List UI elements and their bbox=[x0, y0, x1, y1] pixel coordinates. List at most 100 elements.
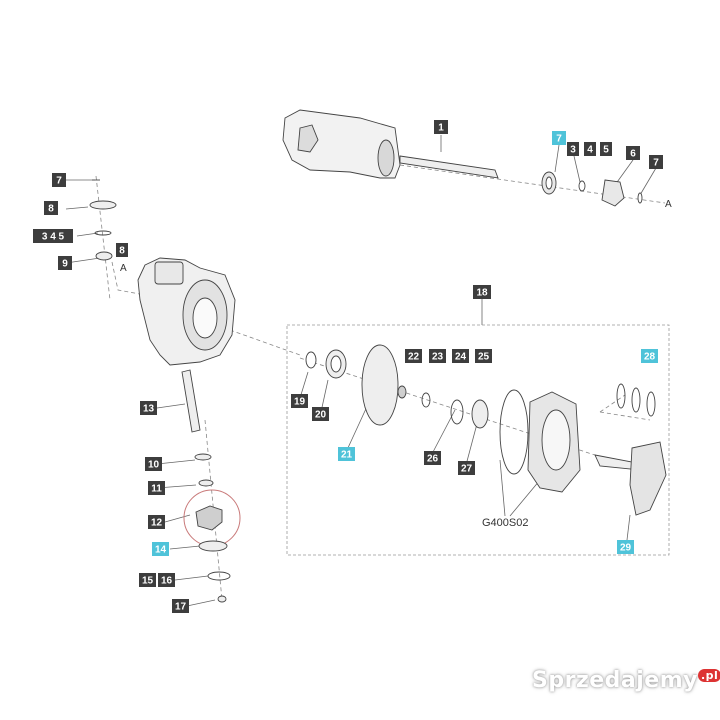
callout-text: 29 bbox=[620, 543, 632, 554]
callout-text: 20 bbox=[315, 410, 327, 421]
leader-lines bbox=[65, 135, 657, 607]
callout-box bbox=[148, 481, 165, 495]
callout-26: 26 bbox=[424, 451, 441, 465]
callout-text: 5 bbox=[603, 145, 609, 156]
callout-box bbox=[567, 142, 579, 156]
callout-10: 10 bbox=[145, 457, 162, 471]
callout-8a: 8 bbox=[44, 201, 58, 215]
callout-3a: 3 bbox=[567, 142, 579, 156]
callout-box bbox=[139, 573, 156, 587]
dashed-axes bbox=[95, 164, 666, 601]
callout-box bbox=[145, 457, 162, 471]
callout-14: 14 bbox=[152, 542, 169, 556]
callout-box bbox=[148, 515, 165, 529]
callout-16: 16 bbox=[158, 573, 175, 587]
callout-text: 18 bbox=[476, 288, 488, 299]
callout-25: 25 bbox=[475, 349, 492, 363]
callout-box bbox=[458, 461, 475, 475]
callout-24: 24 bbox=[452, 349, 469, 363]
callout-7a: 7 bbox=[552, 131, 566, 145]
callout-box bbox=[649, 155, 663, 169]
callout-text: 12 bbox=[151, 518, 163, 529]
callout-21: 21 bbox=[338, 447, 355, 461]
watermark: Sprzedajemy.pl bbox=[532, 668, 720, 693]
callout-box bbox=[424, 451, 441, 465]
callout-box bbox=[33, 229, 73, 243]
ref-a-left: A bbox=[120, 263, 127, 274]
callout-text: 25 bbox=[478, 352, 490, 363]
callout-7c: 7 bbox=[52, 173, 66, 187]
callout-5a: 5 bbox=[600, 142, 612, 156]
callout-8b: 8 bbox=[116, 243, 128, 257]
callout-29: 29 bbox=[617, 540, 634, 554]
callout-22: 22 bbox=[405, 349, 422, 363]
top-small-parts bbox=[541, 171, 643, 207]
callout-box bbox=[600, 142, 612, 156]
callout-box bbox=[44, 201, 58, 215]
callout-text: 1 bbox=[438, 123, 444, 134]
callout-28: 28 bbox=[641, 349, 658, 363]
callout-13: 13 bbox=[140, 401, 157, 415]
callout-box bbox=[641, 349, 658, 363]
callout-box bbox=[52, 173, 66, 187]
callout-text: 3 bbox=[570, 145, 576, 156]
callout-text: 17 bbox=[175, 602, 187, 613]
callout-box bbox=[172, 599, 189, 613]
callout-box bbox=[116, 243, 128, 257]
assembly-18-frame bbox=[286, 324, 670, 556]
callout-box bbox=[584, 142, 596, 156]
callout-text: 23 bbox=[432, 352, 444, 363]
callout-4a: 4 bbox=[584, 142, 596, 156]
callout-text: 16 bbox=[161, 576, 173, 587]
callout-text: 3 4 5 bbox=[42, 232, 65, 243]
callout-7b: 7 bbox=[649, 155, 663, 169]
callout-12: 12 bbox=[148, 515, 165, 529]
callout-box bbox=[475, 349, 492, 363]
callout-text: 6 bbox=[630, 149, 636, 160]
callout-text: 9 bbox=[62, 259, 68, 270]
part-code-label: G400S02 bbox=[482, 517, 528, 529]
callout-1: 1 bbox=[434, 120, 448, 134]
callout-box bbox=[434, 120, 448, 134]
callout-text: 28 bbox=[644, 352, 656, 363]
callout-text: 22 bbox=[408, 352, 420, 363]
shaft-1 bbox=[399, 155, 499, 179]
callout-9: 9 bbox=[58, 256, 72, 270]
axle-housing bbox=[282, 109, 401, 179]
callout-text: 8 bbox=[119, 246, 125, 257]
callout-20: 20 bbox=[312, 407, 329, 421]
callout-11: 11 bbox=[148, 481, 165, 495]
gearbox-housing bbox=[137, 257, 236, 366]
callout-27: 27 bbox=[458, 461, 475, 475]
callout-text: 7 bbox=[653, 158, 659, 169]
vertical-stack bbox=[181, 369, 231, 603]
callout-6: 6 bbox=[626, 146, 640, 160]
callout-text: 13 bbox=[143, 404, 155, 415]
callout-text: 4 bbox=[587, 145, 593, 156]
callout-box bbox=[617, 540, 634, 554]
callout-text: 15 bbox=[142, 576, 154, 587]
callout-text: 21 bbox=[341, 450, 353, 461]
callout-text: 10 bbox=[148, 460, 160, 471]
callout-15: 15 bbox=[139, 573, 156, 587]
callout-text: 19 bbox=[294, 397, 306, 408]
callout-box bbox=[140, 401, 157, 415]
callout-box bbox=[552, 131, 566, 145]
callout-text: 7 bbox=[56, 176, 62, 187]
callout-box bbox=[452, 349, 469, 363]
callout-23: 23 bbox=[429, 349, 446, 363]
callout-box bbox=[626, 146, 640, 160]
callout-box bbox=[312, 407, 329, 421]
callout-box bbox=[473, 285, 491, 299]
callout-box bbox=[405, 349, 422, 363]
callout-box bbox=[152, 542, 169, 556]
watermark-text: Sprzedajemy bbox=[532, 668, 698, 693]
callout-19: 19 bbox=[291, 394, 308, 408]
callout-text: 14 bbox=[155, 545, 167, 556]
callout-text: 27 bbox=[461, 464, 473, 475]
callout-17: 17 bbox=[172, 599, 189, 613]
callout-text: 11 bbox=[151, 484, 162, 495]
callout-box bbox=[338, 447, 355, 461]
